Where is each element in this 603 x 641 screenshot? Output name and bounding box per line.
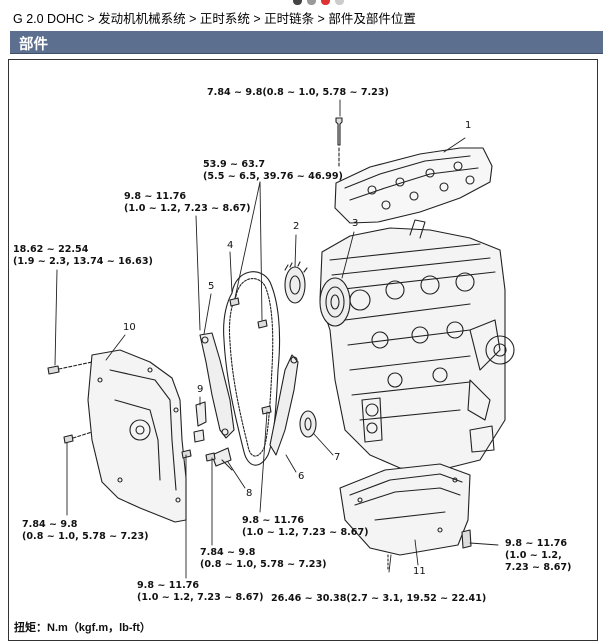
- torque-line: 18.62 ~ 22.54: [13, 244, 89, 255]
- cover-bolt: [335, 117, 343, 169]
- torque-tensioner: 9.8 ~ 11.76 (1.0 ~ 1.2, 7.23 ~ 8.67): [242, 515, 369, 539]
- cvvt-assembly: [319, 277, 351, 327]
- callout-2: 2: [293, 221, 300, 232]
- torque-guide: 9.8 ~ 11.76 (1.0 ~ 1.2, 7.23 ~ 8.67): [124, 191, 251, 215]
- torque-sprocket: 53.9 ~ 63.7 (5.5 ~ 6.5, 39.76 ~ 46.99): [203, 159, 343, 183]
- callout-4: 4: [227, 240, 234, 251]
- crankshaft-sprocket: [299, 410, 317, 438]
- callout-7: 7: [334, 452, 341, 463]
- torque-line: 26.46 ~ 30.38(2.7 ~ 3.1, 19.52 ~ 22.41): [271, 593, 487, 604]
- engine-block-illustration: [319, 219, 515, 471]
- torque-line: (1.0 ~ 1.2, 7.23 ~ 8.67): [242, 527, 369, 538]
- torque-line: (1.0 ~ 1.2,: [505, 550, 562, 561]
- callout-5: 5: [208, 281, 215, 292]
- torque-front-cover: 18.62 ~ 22.54 (1.9 ~ 2.3, 13.74 ~ 16.63): [13, 244, 153, 268]
- timing-chain: [223, 271, 281, 466]
- torque-line: 7.84 ~ 9.8: [200, 547, 256, 558]
- breadcrumb[interactable]: G 2.0 DOHC > 发动机机械系统 > 正时系统 > 正时链条 > 部件及…: [13, 12, 416, 26]
- callout-10: 10: [123, 322, 136, 333]
- torque-front-lower: 7.84 ~ 9.8 (0.8 ~ 1.0, 5.78 ~ 7.23): [22, 519, 149, 543]
- callout-8: 8: [246, 488, 253, 499]
- toolbar-icon[interactable]: [335, 0, 344, 5]
- section-header: 部件: [10, 31, 603, 54]
- torque-line: (0.8 ~ 1.0, 5.78 ~ 7.23): [22, 531, 149, 542]
- leader-lines: [54, 99, 499, 579]
- torque-line: (0.8 ~ 1.0, 5.78 ~ 7.23): [200, 559, 327, 570]
- torque-line: (1.9 ~ 2.3, 13.74 ~ 16.63): [13, 256, 153, 267]
- tensioner-arm: [269, 354, 299, 456]
- torque-line: 7.84 ~ 9.8(0.8 ~ 1.0, 5.78 ~ 7.23): [207, 87, 389, 98]
- callout-9: 9: [197, 384, 204, 395]
- cylinder-head-cover: [334, 147, 493, 224]
- torque-bottom-left: 9.8 ~ 11.76 (1.0 ~ 1.2, 7.23 ~ 8.67): [137, 580, 264, 604]
- torque-oilpan: 9.8 ~ 11.76 (1.0 ~ 1.2, 7.23 ~ 8.67): [505, 538, 571, 574]
- chain-guide: [199, 332, 235, 439]
- oil-pan: [339, 463, 471, 571]
- torque-line: 7.84 ~ 9.8: [22, 519, 78, 530]
- torque-line: (1.0 ~ 1.2, 7.23 ~ 8.67): [137, 592, 264, 603]
- torque-line: 7.23 ~ 8.67): [505, 562, 572, 573]
- torque-line: 9.8 ~ 11.76: [505, 538, 568, 549]
- section-title: 部件: [19, 37, 48, 53]
- callout-6: 6: [298, 471, 305, 482]
- front-bolts: [47, 297, 472, 549]
- toolbar-icon[interactable]: [293, 0, 302, 5]
- torque-line: (5.5 ~ 6.5, 39.76 ~ 46.99): [203, 171, 343, 182]
- callout-3: 3: [352, 218, 359, 229]
- torque-line: 9.8 ~ 11.76: [137, 580, 200, 591]
- torque-lever: 7.84 ~ 9.8 (0.8 ~ 1.0, 5.78 ~ 7.23): [200, 547, 327, 571]
- torque-line: (1.0 ~ 1.2, 7.23 ~ 8.67): [124, 203, 251, 214]
- torque-cover-bolt: 7.84 ~ 9.8(0.8 ~ 1.0, 5.78 ~ 7.23): [207, 87, 389, 99]
- camshaft-sprocket: [284, 261, 308, 304]
- torque-line: 9.8 ~ 11.76: [124, 191, 187, 202]
- callout-1: 1: [465, 120, 472, 131]
- window-top-strip: [0, 0, 603, 6]
- timing-chain-cover: [87, 349, 187, 523]
- tensioner-assembly: [193, 401, 233, 471]
- toolbar-icon[interactable]: [321, 0, 330, 5]
- torque-bottom-mid: 26.46 ~ 30.38(2.7 ~ 3.1, 19.52 ~ 22.41): [271, 593, 486, 605]
- torque-line: 9.8 ~ 11.76: [242, 515, 305, 526]
- toolbar-icon[interactable]: [307, 0, 316, 5]
- torque-unit-note: 扭矩：N.m（kgf.m，lb-ft）: [14, 622, 151, 634]
- callout-11: 11: [413, 566, 426, 577]
- torque-line: 53.9 ~ 63.7: [203, 159, 266, 170]
